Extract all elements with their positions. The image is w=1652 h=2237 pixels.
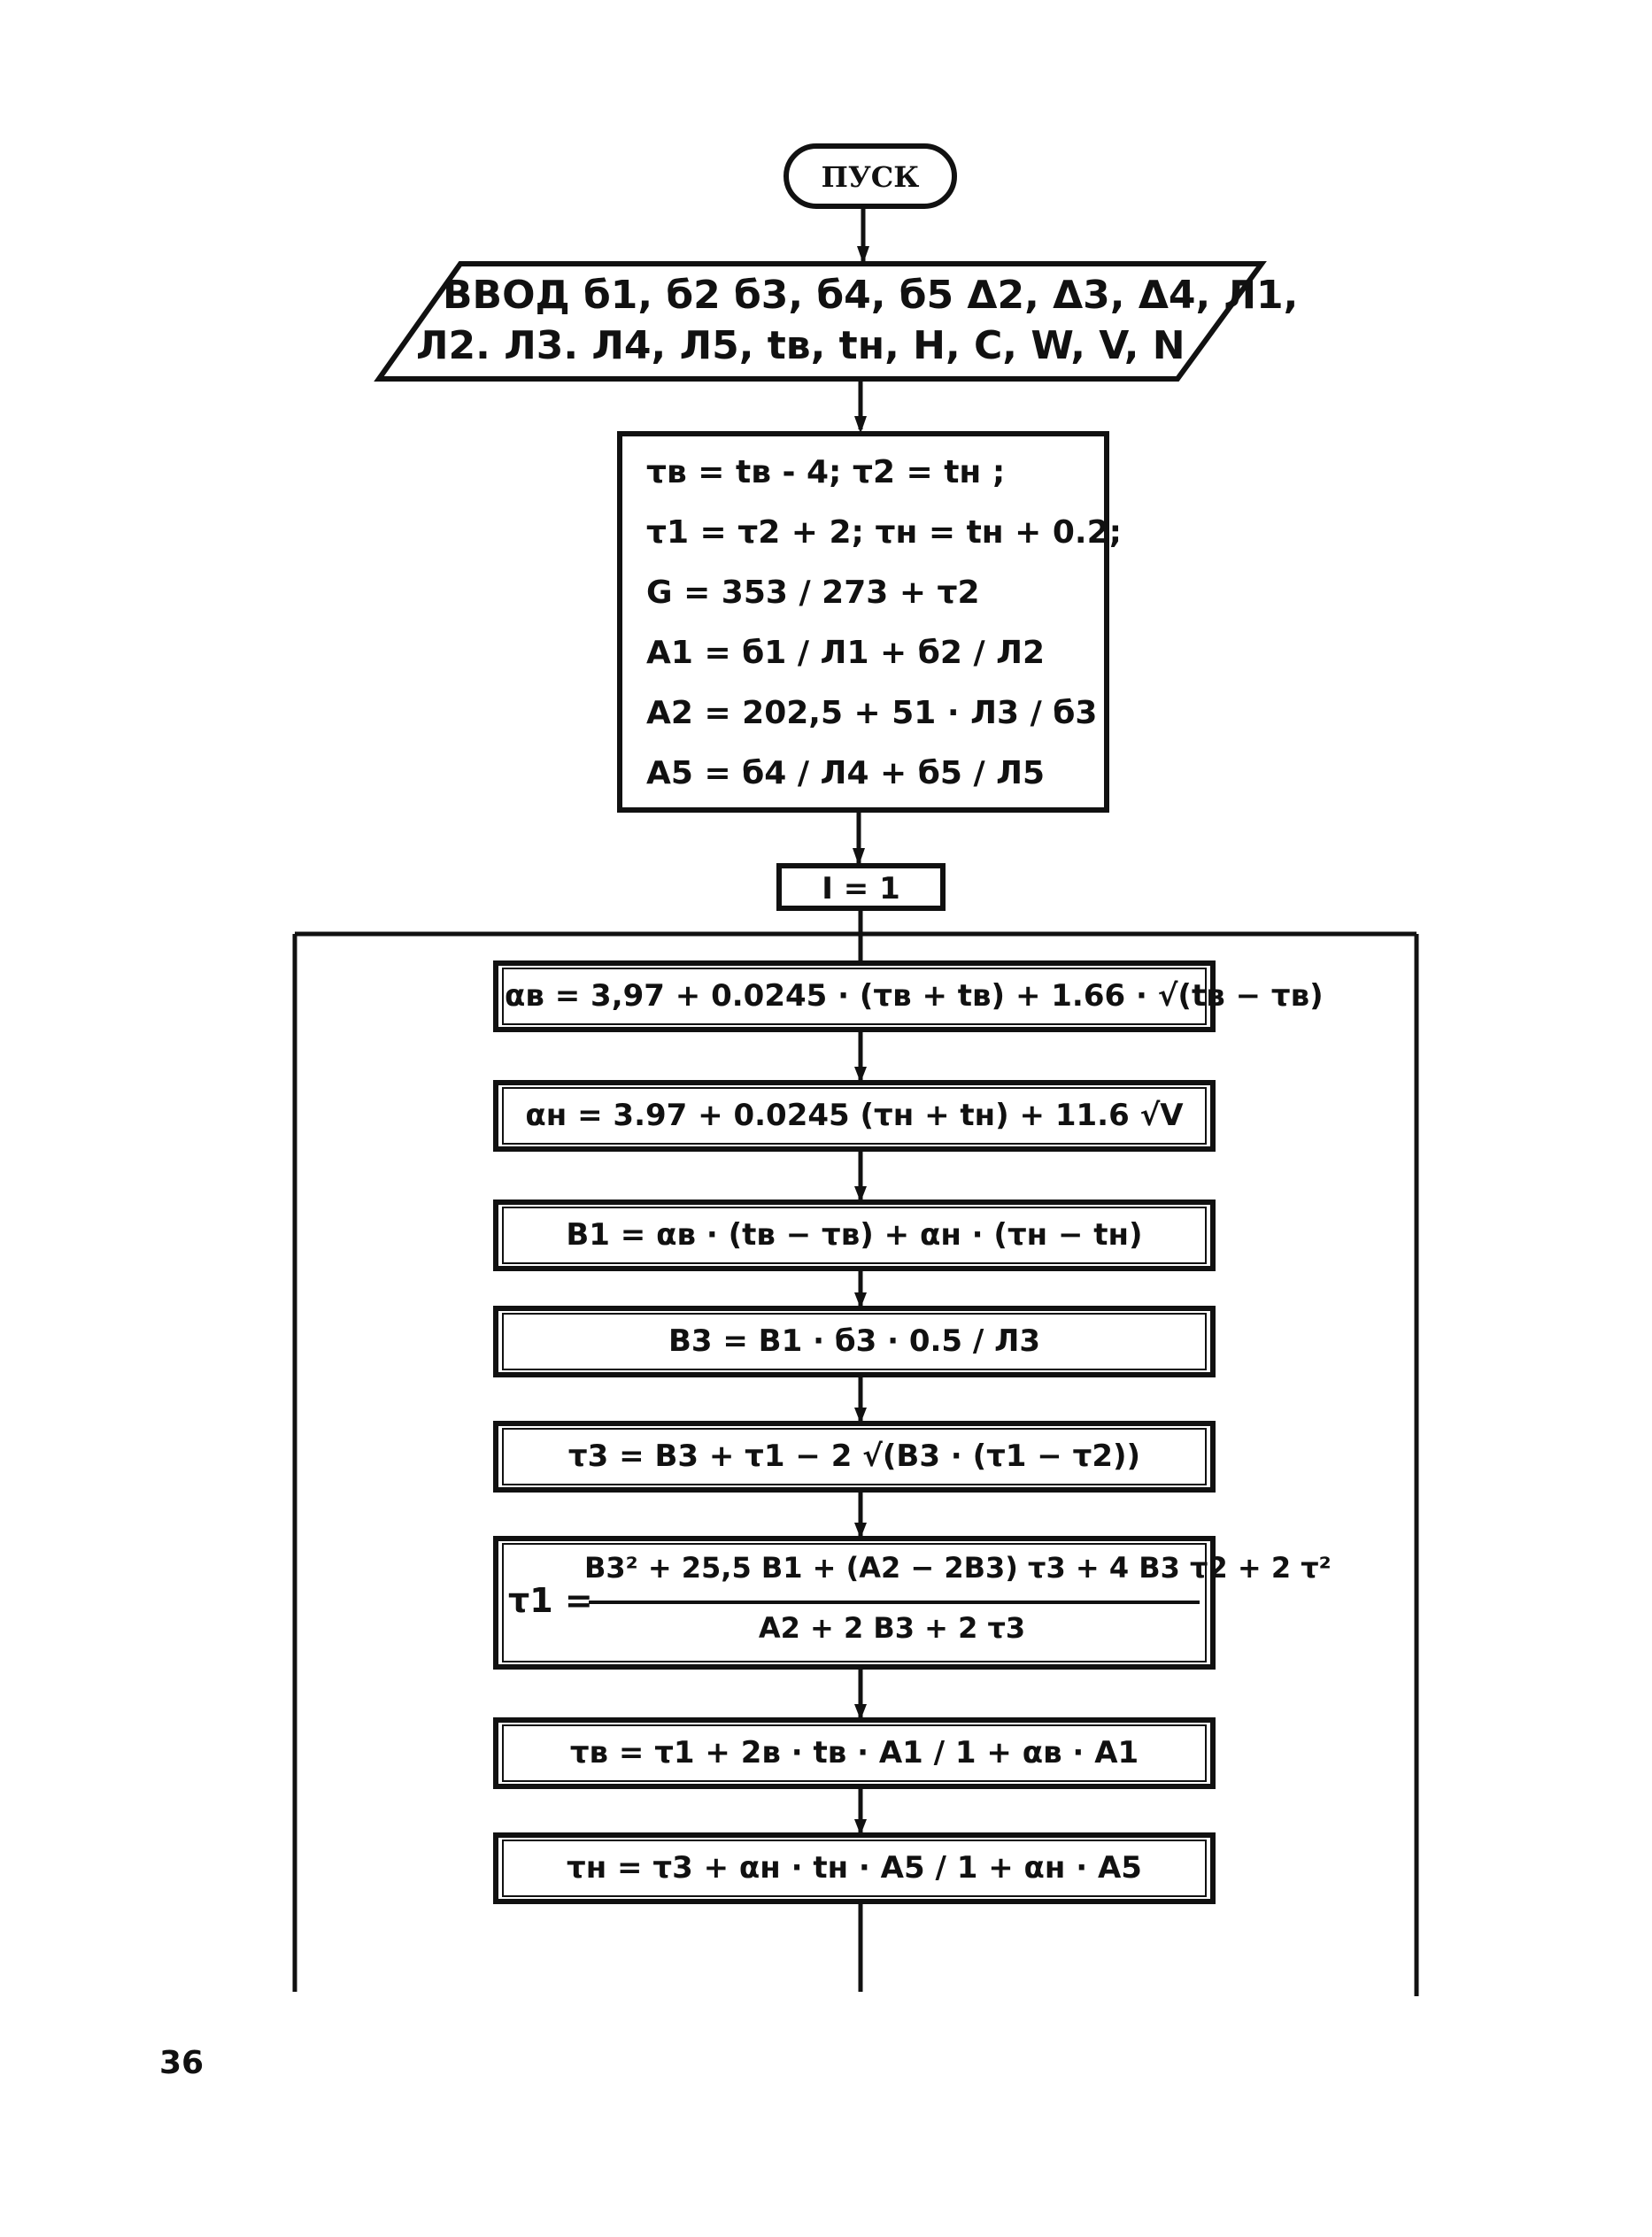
counter-label: I = 1: [822, 871, 900, 906]
loop-step-box: [493, 960, 1216, 1032]
init-line: A5 = б4 / Л4 + б5 / Л5: [646, 755, 1046, 791]
loop-step-box: [493, 1421, 1216, 1493]
loop-step-formula: τ3 = B3 + τ1 − 2 √(B3 · (τ1 − τ2)): [567, 1439, 1141, 1474]
loop-step-inner-border: [502, 1840, 1207, 1897]
loop-step-box: [493, 1832, 1216, 1904]
loop-step-inner-border: [502, 1428, 1207, 1485]
init-process-block: [617, 431, 1109, 813]
loop-steps-group: [493, 960, 1216, 1992]
start-label: ПУСК: [821, 160, 920, 194]
arrowhead: [854, 1704, 867, 1720]
arrowhead: [857, 246, 869, 264]
loop-step-formula: τн = τ3 + αн · tн · A5 / 1 + αн · A5: [567, 1850, 1142, 1886]
arrowhead: [854, 1067, 867, 1083]
loop-step-box: [493, 1080, 1216, 1152]
init-line: G = 353 / 273 + τ2: [646, 575, 980, 611]
arrowhead: [854, 1523, 867, 1539]
init-line: τ1 = τ2 + 2; τн = tн + 0.2;: [646, 514, 1123, 551]
arrowhead: [853, 848, 865, 866]
loop-step-inner-border: [502, 1543, 1207, 1662]
input-line-1: ВВОД б1, б2 б3, б4, б5 Δ2, Δ3, Δ4, Л1,: [443, 273, 1299, 318]
input-line-2: Л2. Л3. Л4, Л5, tв, tн, H, C, W, V, N: [416, 323, 1185, 368]
init-line: A1 = б1 / Л1 + б2 / Л2: [646, 635, 1046, 671]
arrowhead: [854, 416, 867, 434]
loop-step-inner-border: [502, 1207, 1207, 1264]
loop-step-inner-border: [502, 1313, 1207, 1370]
arrowhead: [854, 1408, 867, 1423]
loop-step-box: [493, 1306, 1216, 1377]
arrowhead: [854, 1819, 867, 1835]
arrowhead: [854, 1292, 867, 1308]
loop-step-inner-border: [502, 1724, 1207, 1782]
init-line: τв = tв - 4; τ2 = tн ;: [646, 454, 1006, 490]
init-line: A2 = 202,5 + 51 · Л3 / б3: [646, 695, 1098, 731]
fraction-lhs: τ1 =: [508, 1581, 593, 1620]
init-block-text: τв = tв - 4; τ2 = tн ; τ1 = τ2 + 2; τн = …: [646, 443, 1123, 804]
loop-step-inner-border: [502, 1087, 1207, 1145]
loop-step-box: [493, 1199, 1216, 1271]
loop-step-formula: B3 = B1 · б3 · 0.5 / Л3: [668, 1323, 1041, 1359]
input-parallelogram: [374, 261, 1267, 382]
loop-step-formula: αв = 3,97 + 0.0245 · (τв + tв) + 1.66 · …: [505, 978, 1324, 1014]
start-terminal: [784, 143, 957, 209]
page-number: 36: [159, 2045, 205, 2081]
loop-step-inner-border: [502, 968, 1207, 1025]
loop-step-formula: B1 = αв · (tв − τв) + αн · (τн − tн): [566, 1217, 1143, 1253]
fraction-numerator: B3² + 25,5 B1 + (A2 − 2B3) τ3 + 4 B3 τ2 …: [584, 1551, 1332, 1585]
loop-step-box: [493, 1717, 1216, 1789]
loop-step-formula: τв = τ1 + 2в · tв · A1 / 1 + αв · A1: [569, 1735, 1139, 1770]
arrowhead: [854, 1186, 867, 1202]
fraction-denominator: A2 + 2 B3 + 2 τ3: [758, 1611, 1026, 1645]
loop-step-formula: αн = 3.97 + 0.0245 (τн + tн) + 11.6 √V: [525, 1098, 1184, 1133]
